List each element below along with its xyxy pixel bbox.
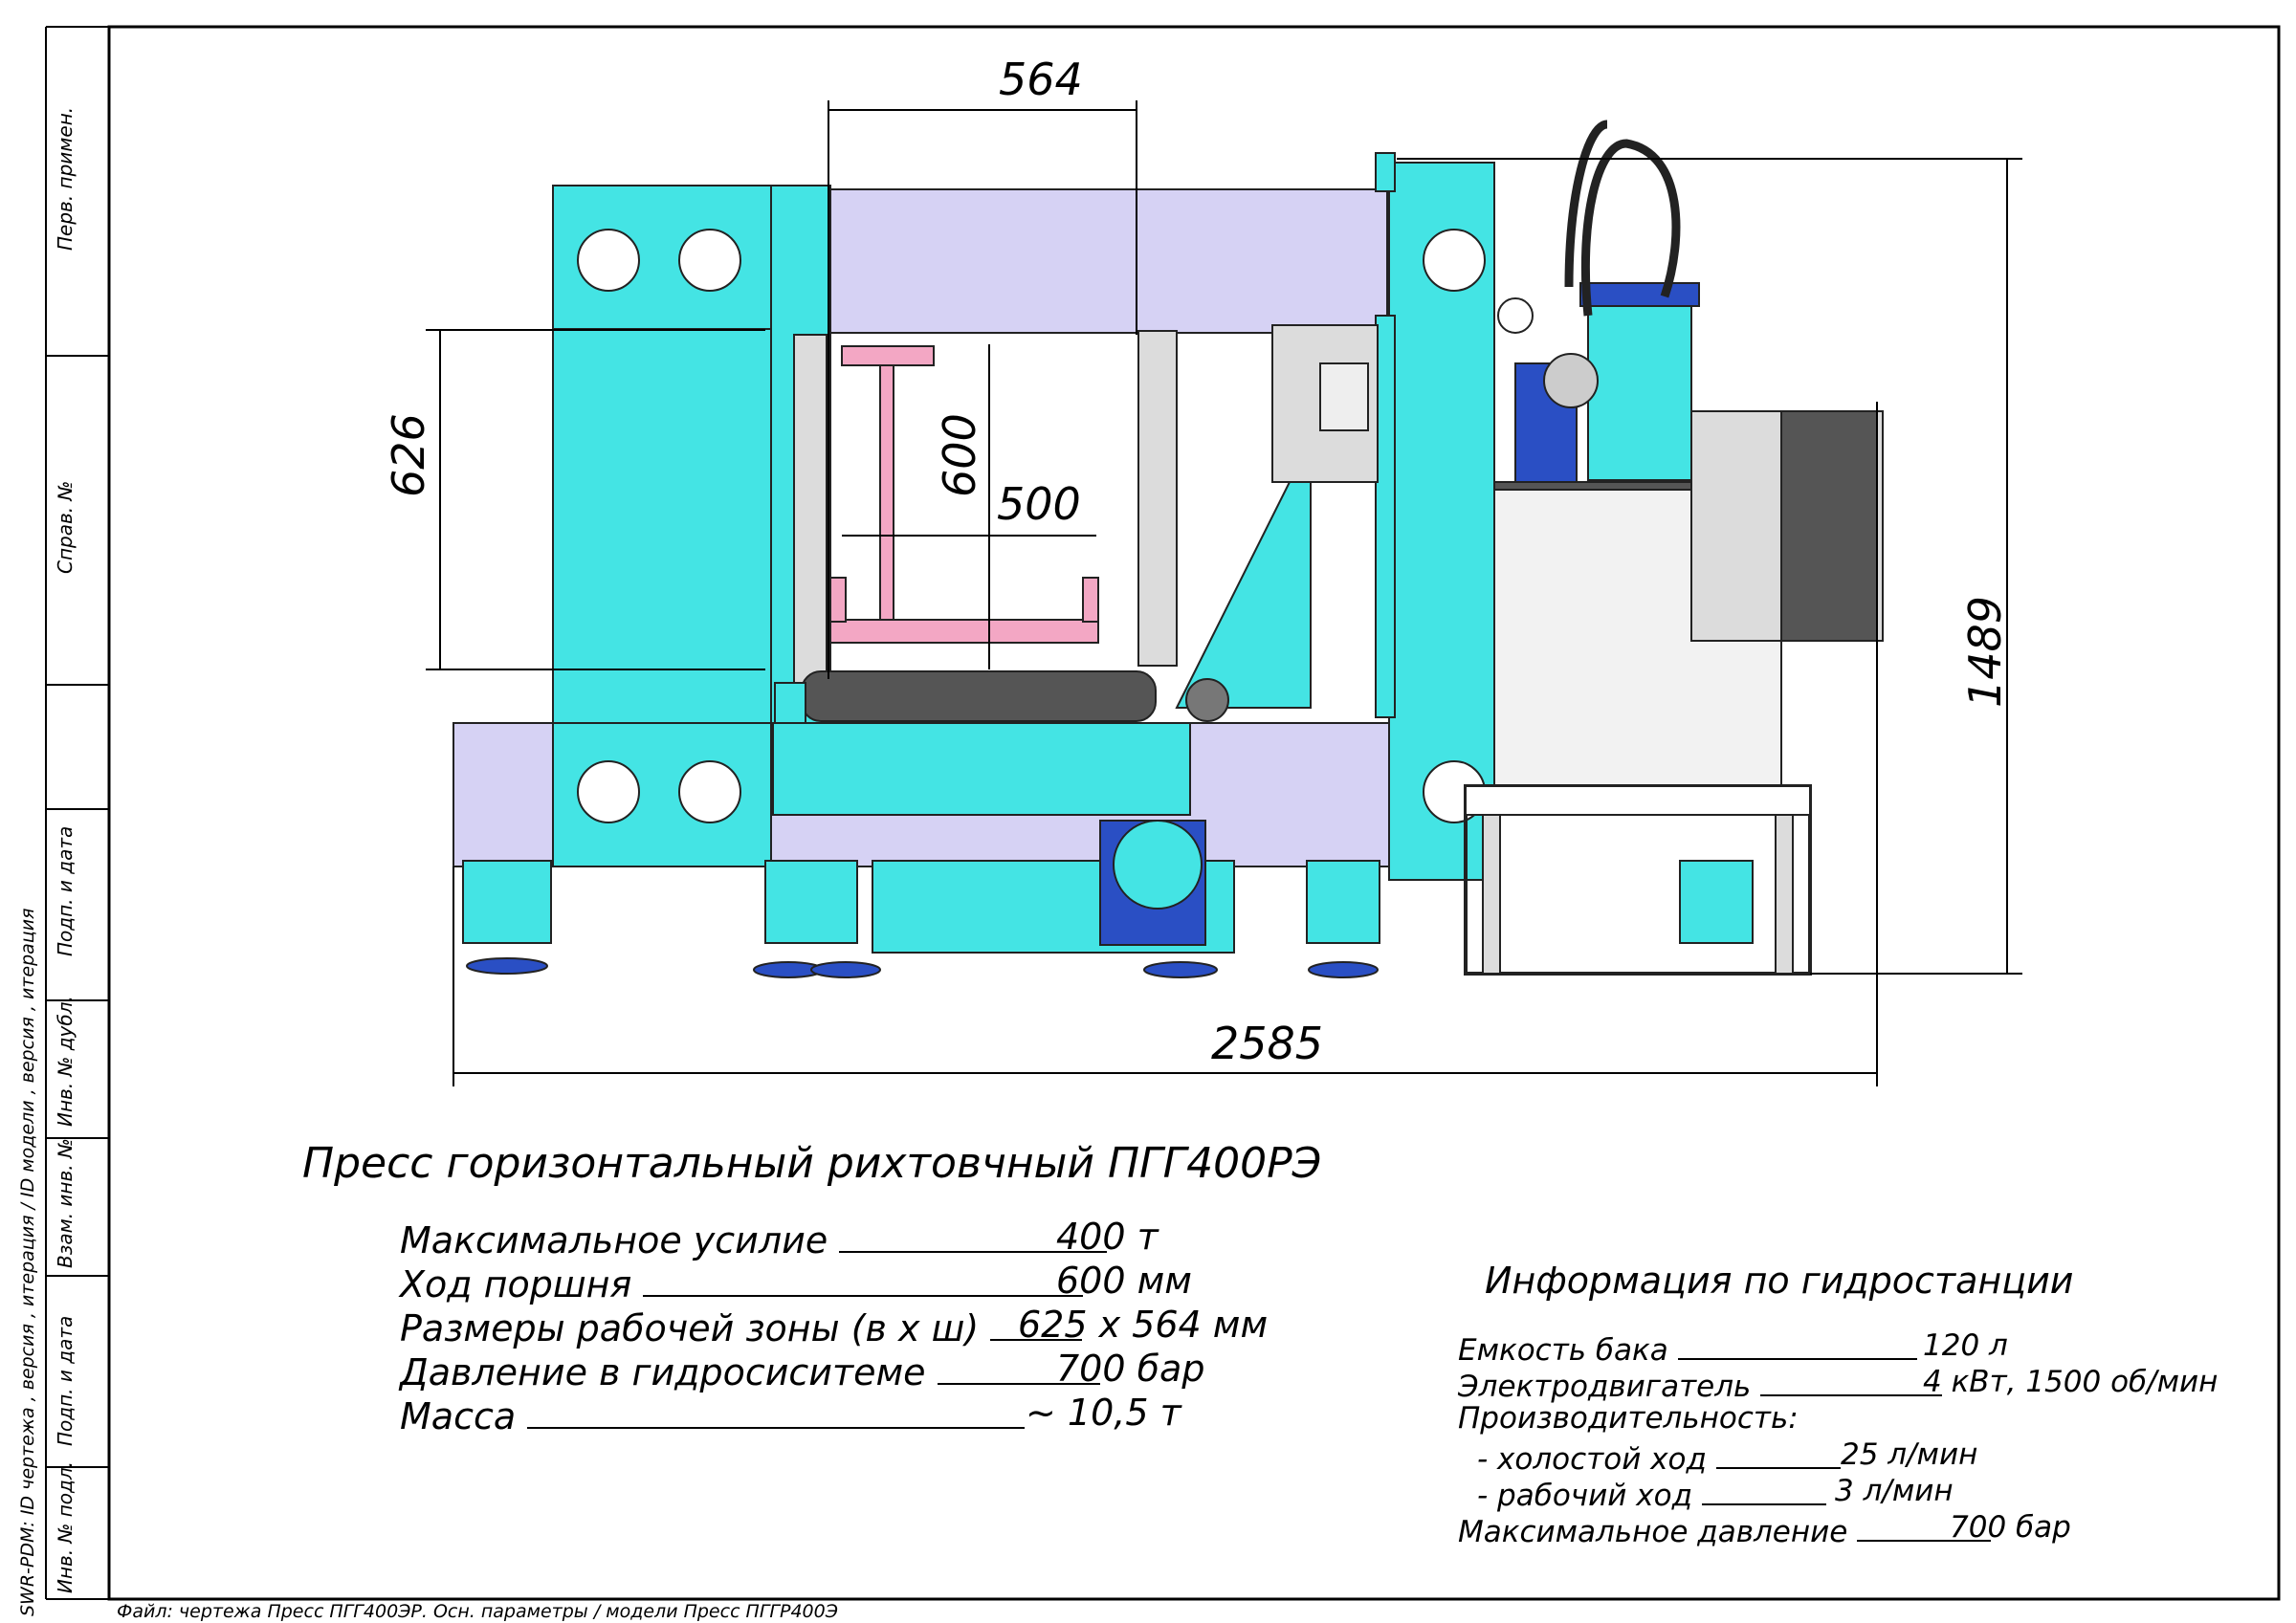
i-beam xyxy=(829,345,1099,644)
hydro-row: Максимальное давление xyxy=(1458,1513,1992,1549)
stamp-podp-data-2: Подп. и дата xyxy=(54,1315,77,1446)
hydro-row: Емкость бака xyxy=(1458,1331,1917,1366)
dim-2585-label: 2585 xyxy=(1211,1018,1324,1069)
electric-motor xyxy=(1587,288,1692,481)
stamp-vzam-inv: Взам. инв. № xyxy=(54,1138,77,1268)
drawing-title: Пресс горизонтальный рихтовчный ПГГ400РЭ xyxy=(302,1139,1322,1188)
top-beam xyxy=(774,188,1388,334)
hydro-value: 120 л xyxy=(1923,1328,2008,1363)
dim-600-label: 600 xyxy=(934,413,985,497)
dim-564-label: 564 xyxy=(999,54,1083,105)
dim-626-label: 626 xyxy=(383,413,434,497)
spec-label: Размеры рабочей зоны (в х ш) xyxy=(400,1307,980,1350)
dimension-lines xyxy=(426,100,2022,1086)
stamp-inv-podl: Инв. № подл. xyxy=(54,1461,77,1593)
spec-row: Ход поршня xyxy=(400,1262,1084,1306)
hydro-heading: Информация по гидростанции xyxy=(1485,1260,2074,1302)
spec-value: 625 х 564 мм xyxy=(1018,1304,1269,1346)
press-machine xyxy=(453,120,1884,978)
hydro-value: 3 л/мин xyxy=(1835,1474,1954,1508)
wedge-frame xyxy=(1175,477,1312,709)
stamp-swr-pdm: SWR-PDM: ID чертежа , версия , итерация … xyxy=(17,908,38,1616)
feed-roller xyxy=(801,670,1157,722)
roller-cart xyxy=(772,722,1191,816)
dim-500-label: 500 xyxy=(997,478,1081,530)
spec-label: Масса xyxy=(400,1395,517,1438)
stamp-inv-dubl: Инв. № дубл. xyxy=(54,996,77,1127)
hydro-label: Производительность: xyxy=(1458,1401,1799,1436)
stamp-sprav-no: Справ. № xyxy=(54,480,77,574)
spec-value: 400 т xyxy=(1056,1216,1159,1258)
pressure-gauge xyxy=(1497,297,1534,334)
hydro-value: 700 бар xyxy=(1950,1510,2071,1545)
leveling-feet xyxy=(462,860,1380,978)
spec-value: 700 бар xyxy=(1056,1348,1205,1390)
hydro-label: Емкость бака xyxy=(1458,1332,1668,1368)
spec-value: ~ 10,5 т xyxy=(1026,1392,1181,1434)
hydro-label: - рабочий ход xyxy=(1477,1478,1693,1513)
spec-label: Максимальное усилие xyxy=(400,1219,828,1262)
hydro-label: Максимальное давление xyxy=(1458,1514,1848,1549)
drawing-frame xyxy=(45,25,2281,1601)
stamp-perv-primen: Перв. примен. xyxy=(54,106,77,251)
footer-file-info: Файл: чертежа Пресс ПГГ400ЭР. Осн. парам… xyxy=(117,1601,838,1622)
hydro-label: Электродвигатель xyxy=(1458,1369,1752,1404)
spec-row: Максимальное усилие xyxy=(400,1218,1108,1262)
spec-label: Ход поршня xyxy=(400,1263,632,1306)
hydro-row: - рабочий ход xyxy=(1477,1477,1826,1511)
hydro-row: Производительность: xyxy=(1458,1404,1799,1434)
spec-value: 600 мм xyxy=(1056,1260,1192,1302)
stamp-podp-data-1: Подп. и дата xyxy=(54,825,77,956)
hydraulic-hoses xyxy=(1580,139,1681,317)
spec-row: Размеры рабочей зоны (в х ш) xyxy=(400,1306,1083,1350)
dim-1489-label: 1489 xyxy=(1959,595,2011,708)
hydro-row: Электродвигатель xyxy=(1458,1368,1943,1404)
spec-label: Давление в гидросиситеме xyxy=(400,1351,926,1394)
hydro-label: - холостой ход xyxy=(1477,1441,1707,1477)
hydro-value: 4 кВт, 1500 об/мин xyxy=(1923,1365,2219,1399)
spec-row: Давление в гидросиситеме xyxy=(400,1350,1100,1391)
hydro-row: - холостой ход xyxy=(1477,1440,1841,1475)
hydro-value: 25 л/мин xyxy=(1841,1437,1978,1472)
spec-row: Масса xyxy=(400,1394,1026,1438)
